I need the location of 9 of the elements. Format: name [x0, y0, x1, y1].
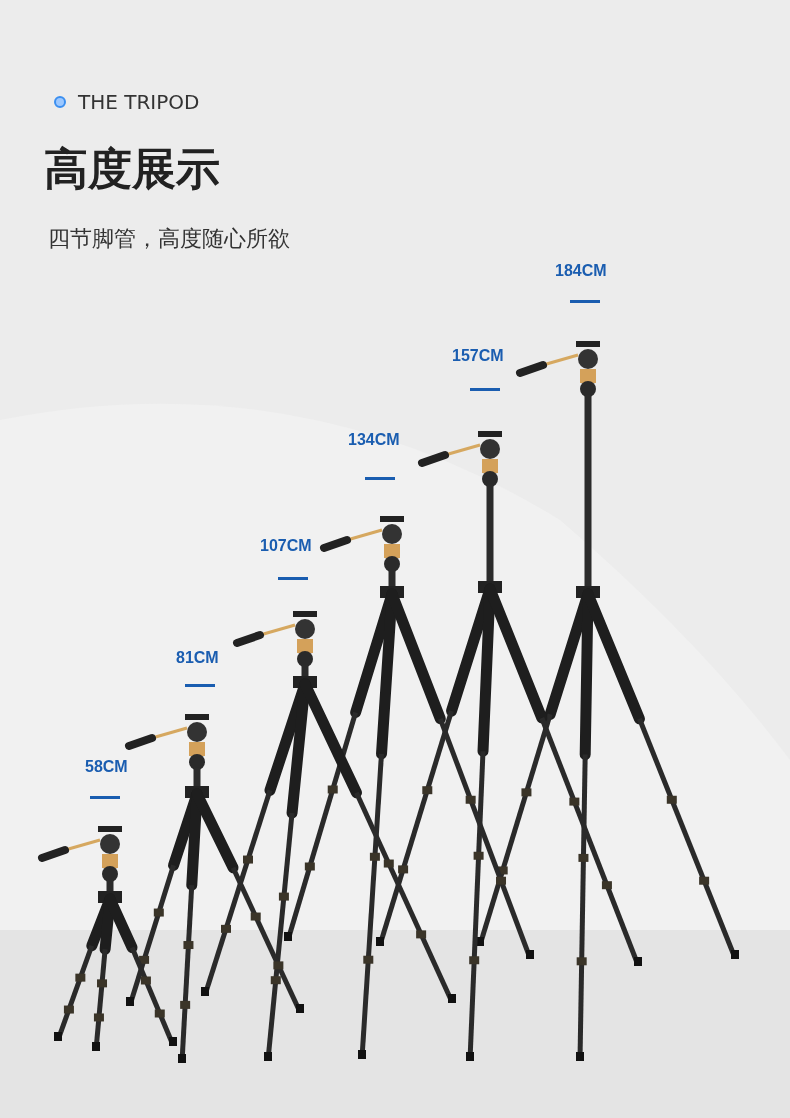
height-label: 58CM: [85, 758, 128, 776]
height-label: 81CM: [176, 649, 219, 667]
height-label: 157CM: [452, 347, 504, 365]
page-title: 高度展示: [44, 142, 220, 196]
height-label: 107CM: [260, 537, 312, 555]
section-heading: THE TRIPOD: [78, 90, 200, 114]
height-label: 134CM: [348, 431, 400, 449]
height-label: 184CM: [555, 262, 607, 280]
subtitle: 四节脚管，高度随心所欲: [48, 225, 290, 253]
